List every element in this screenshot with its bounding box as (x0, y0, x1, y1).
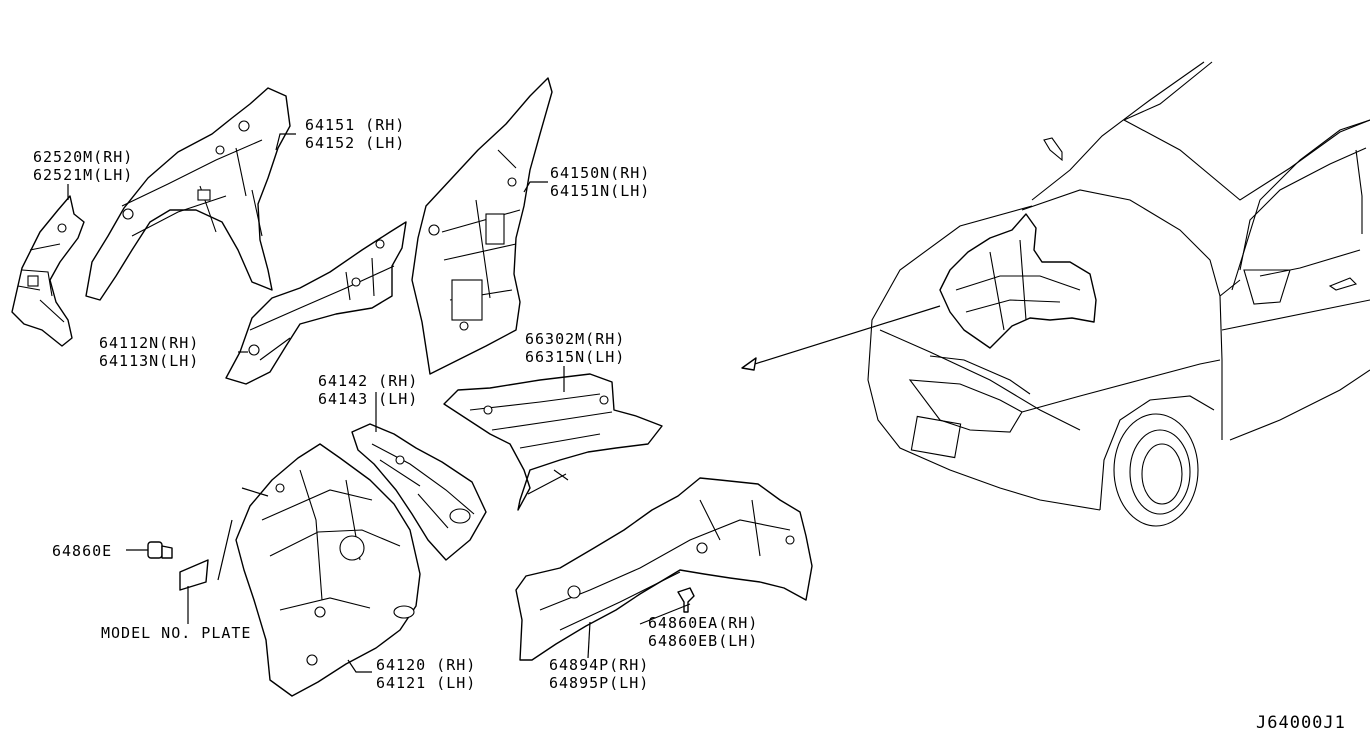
part-64860e-clip (147, 541, 173, 559)
callout-model-no-plate: MODEL NO. PLATE (101, 624, 252, 642)
callout-64151n-lh: 64151N(LH) (550, 182, 651, 200)
callout-64142-rh: 64142 (RH) (318, 372, 419, 390)
vehicle-illustration (867, 61, 1370, 527)
part-64120-hoodledge-lower (235, 443, 421, 697)
part-64150n-dash-side (411, 77, 553, 375)
diagram-code: J64000J1 (1256, 713, 1346, 733)
callout-64895p-lh: 64895P(LH) (549, 674, 650, 692)
callout-64150n-rh: 64150N(RH) (550, 164, 651, 182)
callout-64113n-lh: 64113N(LH) (99, 352, 200, 370)
callout-64152-lh: 64152 (LH) (305, 134, 406, 152)
callout-66302m-rh: 66302M(RH) (525, 330, 626, 348)
part-62520m-bracket (11, 195, 85, 347)
callout-64894p-rh: 64894P(RH) (549, 656, 650, 674)
part-64151-hoodledge (85, 87, 291, 301)
part-64142-reinforcement (351, 423, 487, 561)
model-plate-shape (179, 559, 209, 591)
callout-64860eb-lh: 64860EB(LH) (648, 632, 759, 650)
callout-62521m-lh: 62521M(LH) (33, 166, 134, 184)
callout-62520m-rh: 62520M(RH) (33, 148, 134, 166)
callout-64120-rh: 64120 (RH) (376, 656, 477, 674)
callout-64121-lh: 64121 (LH) (376, 674, 477, 692)
part-66302m-cowl (443, 373, 663, 511)
callout-64143-lh: 64143 (LH) (318, 390, 419, 408)
part-64894p-protector (515, 477, 813, 661)
callout-66315n-lh: 66315N(LH) (525, 348, 626, 366)
callout-64860e: 64860E (52, 542, 113, 560)
callout-64112n-rh: 64112N(RH) (99, 334, 200, 352)
part-64112n-member (225, 221, 407, 385)
part-64860ea-clip (677, 587, 695, 613)
callout-64860ea-rh: 64860EA(RH) (648, 614, 759, 632)
leader-lines (67, 133, 941, 673)
callout-64151-rh: 64151 (RH) (305, 116, 406, 134)
